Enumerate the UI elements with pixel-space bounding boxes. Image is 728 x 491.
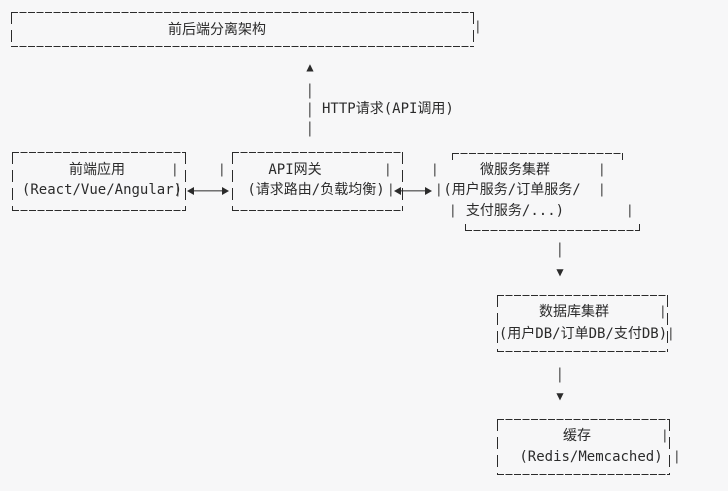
database-box — [497, 295, 668, 352]
cache-box-name: 缓存 — [563, 428, 591, 444]
microservices-box-bottom-border — [465, 222, 640, 232]
arrow-shaft — [191, 190, 225, 192]
cache-box-inner-pipe — [664, 429, 666, 443]
down-arrow-icon: ▼ — [556, 389, 564, 403]
http-request-label: HTTP请求(API调用) — [322, 101, 454, 117]
microservices-box-side-pipe — [601, 163, 603, 177]
cache-box — [497, 419, 670, 475]
api-gateway-box-stray-pipe — [221, 163, 223, 177]
arrow-shaft — [398, 190, 428, 192]
frontend-box-detail: (React/Vue/Angular) — [21, 182, 183, 198]
api-gateway-box-inner-pipe — [390, 183, 392, 197]
frontend-box-inner-pipe — [174, 163, 176, 177]
microservices-box-detail-line1: (用户服务/订单服务/ — [443, 182, 581, 198]
microservices-box-side-pipe — [434, 163, 436, 177]
microservices-box-side-pipe — [629, 204, 631, 218]
api-gateway-box-detail: (请求路由/负载均衡) — [247, 182, 385, 198]
up-arrow-icon: ▲ — [306, 60, 314, 74]
left-right-arrow-icon — [187, 187, 229, 196]
database-box-name: 数据库集群 — [539, 304, 609, 320]
frontend-box-inner-pipe — [177, 183, 179, 197]
left-right-arrow-icon — [394, 187, 432, 196]
microservices-box-side-pipe — [452, 204, 454, 218]
frontend-box-name: 前端应用 — [69, 162, 125, 178]
title-box-label: 前后端分离架构 — [168, 22, 266, 38]
connector-pipe-segment — [309, 102, 311, 118]
cache-box-inner-pipe — [676, 450, 678, 464]
connector-pipe-segment — [559, 367, 561, 383]
api-gateway-box-name: API网关 — [268, 162, 322, 178]
microservices-box-name: 微服务集群 — [480, 162, 550, 178]
database-box-detail: (用户DB/订单DB/支付DB) — [498, 326, 668, 342]
down-arrow-icon: ▼ — [556, 265, 564, 279]
api-gateway-box-inner-pipe — [387, 163, 389, 177]
cache-box-detail: (Redis/Memcached) — [519, 449, 663, 465]
microservices-box-detail-line2: 支付服务/...) — [465, 203, 565, 219]
api-gateway-box — [232, 152, 403, 211]
database-box-inner-pipe — [662, 305, 664, 319]
connector-pipe-segment — [309, 83, 311, 99]
database-box-inner-pipe — [670, 327, 672, 341]
frontend-box — [12, 152, 186, 211]
microservices-box-side-pipe — [438, 183, 440, 197]
connector-pipe-segment — [309, 121, 311, 137]
microservices-box-side-pipe — [601, 183, 603, 197]
title-box-stray-pipe — [477, 20, 479, 34]
title-box — [11, 12, 474, 47]
microservices-box-top-border — [452, 153, 623, 163]
connector-pipe-segment — [559, 242, 561, 258]
